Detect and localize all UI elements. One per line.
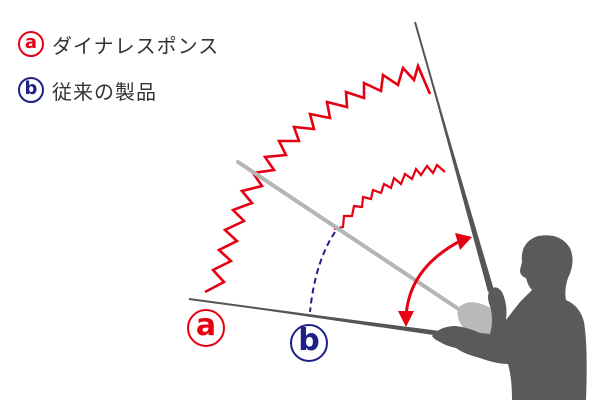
legend-item-a: a ダイナレスポンス: [18, 28, 219, 60]
marker-b-conventional: b: [290, 324, 328, 362]
arrow-head-up-icon: [455, 233, 472, 250]
badge-a-icon: a: [18, 31, 44, 57]
marker-a-dyna-response: a: [187, 309, 225, 347]
front-hand-silhouette: [432, 326, 482, 346]
arrow-head-down-icon: [398, 311, 414, 327]
legend: a ダイナレスポンス b 従来の製品: [18, 28, 219, 120]
legend-label-a: ダイナレスポンス: [52, 33, 220, 58]
swing-double-arrow-curve: [404, 238, 463, 319]
person-silhouette: [434, 235, 587, 400]
rod-middle-tip: [237, 161, 331, 225]
rod-bottom-line: [188, 298, 451, 335]
legend-label-b: 従来の製品: [52, 79, 157, 104]
badge-b-icon: b: [18, 77, 44, 103]
rod-upright-line: [414, 21, 493, 293]
outer-vibration-zigzag: [204, 62, 432, 294]
legend-item-b: b 従来の製品: [18, 74, 219, 106]
conventional-swing-dashed-arc: [309, 231, 336, 313]
inner-vibration-zigzag: [333, 163, 446, 231]
